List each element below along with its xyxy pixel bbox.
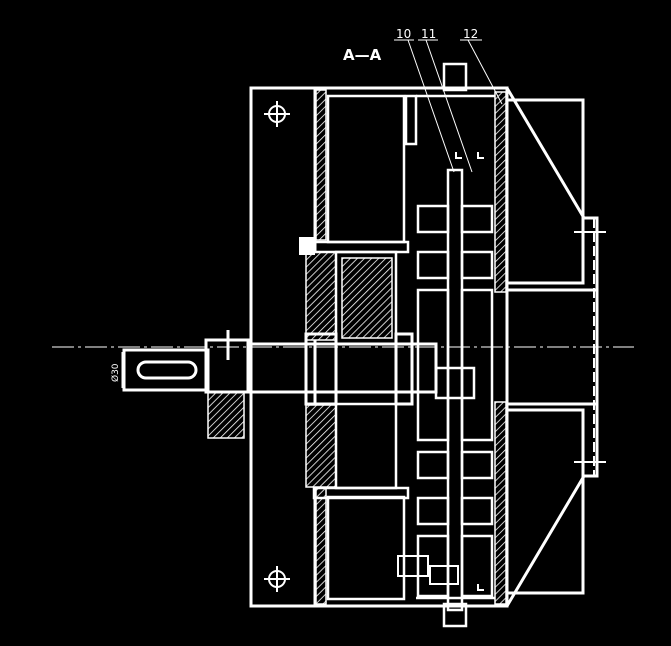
bolt-holes <box>264 101 290 592</box>
part-number-10: 10 <box>396 27 411 41</box>
part-number-12: 12 <box>463 27 478 41</box>
gear-stack <box>416 62 494 628</box>
housing <box>249 86 599 608</box>
detail-marks <box>299 152 606 591</box>
input-shaft <box>122 330 438 406</box>
shaft-diameter-label: Ø30 <box>110 363 121 382</box>
leader-lines <box>121 39 503 388</box>
section-label: A—A <box>343 46 382 64</box>
part-number-11: 11 <box>421 27 436 41</box>
